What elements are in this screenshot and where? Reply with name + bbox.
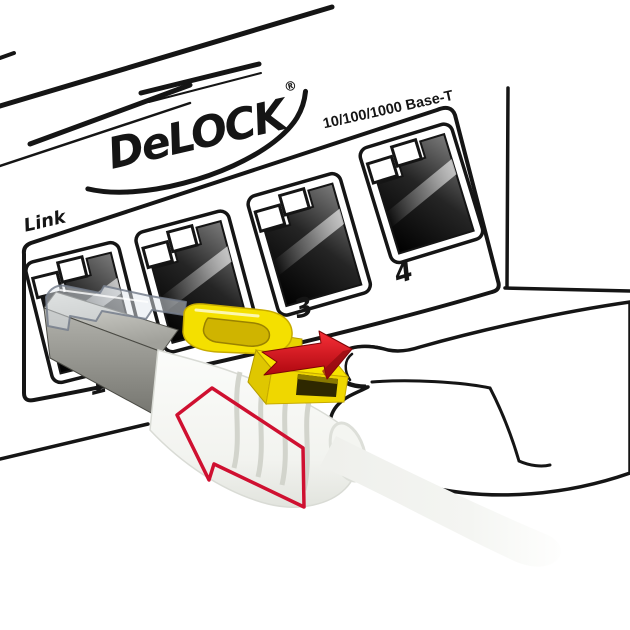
vent-slot-line-1 bbox=[27, 82, 193, 147]
logo-swoosh bbox=[85, 88, 309, 195]
port-led-window bbox=[365, 154, 400, 185]
shielded-rj45-plug bbox=[43, 284, 187, 415]
boot-rib bbox=[301, 397, 313, 491]
white-cable bbox=[320, 436, 561, 567]
rj45-port-3 bbox=[246, 171, 373, 317]
lock-socket-opening-wall bbox=[297, 374, 338, 384]
fingernail-crease bbox=[344, 352, 354, 382]
chassis-right-edge bbox=[505, 86, 510, 289]
switch-chassis bbox=[0, 4, 630, 461]
port-led-window bbox=[277, 186, 312, 217]
chassis-right-bottom-edge bbox=[503, 286, 630, 293]
registered-trademark: ® bbox=[283, 78, 299, 96]
pressing-hand bbox=[328, 300, 630, 497]
latch-highlight bbox=[59, 289, 149, 303]
vent-slot-line-2 bbox=[0, 101, 192, 168]
port-led-window bbox=[141, 239, 175, 270]
vent-slot-line-4 bbox=[148, 72, 262, 103]
boot-rib bbox=[231, 371, 243, 469]
lock-highlight bbox=[194, 308, 260, 318]
finger-crease-line bbox=[370, 379, 552, 468]
plug-transparent-latch bbox=[45, 284, 187, 331]
vent-slot-line-3 bbox=[138, 61, 262, 96]
port-led-window bbox=[389, 137, 424, 169]
chassis-corner-tick bbox=[0, 51, 16, 60]
port-led-window bbox=[253, 203, 287, 234]
lock-handle-hole bbox=[202, 317, 271, 347]
insert-direction-arrow-icon bbox=[175, 386, 306, 509]
port-led-window bbox=[55, 254, 89, 285]
slide-arrow-shadow bbox=[322, 349, 352, 379]
rj45-port-4 bbox=[358, 122, 485, 265]
slide-lock-arrow-icon bbox=[261, 330, 353, 380]
port-led-window bbox=[165, 223, 199, 254]
chassis-top-edge bbox=[0, 4, 335, 109]
chassis-bottom-edge bbox=[0, 422, 150, 461]
